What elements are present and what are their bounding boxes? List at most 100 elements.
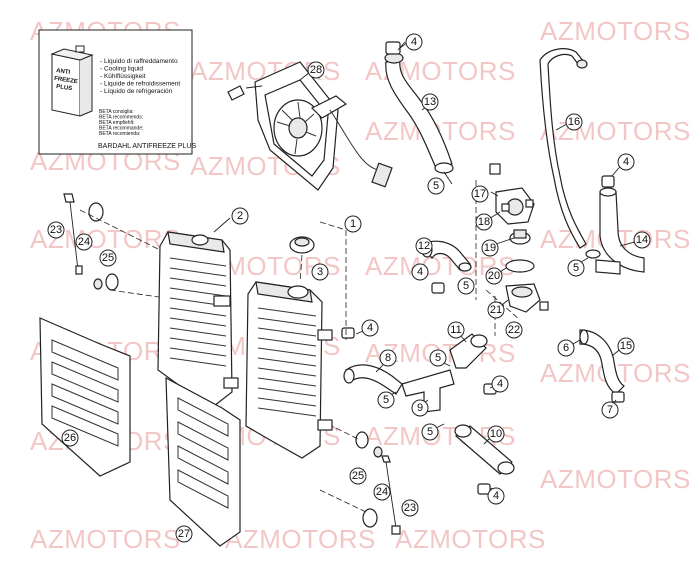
svg-text:4: 4	[497, 378, 503, 390]
callout-3: 3	[311, 263, 329, 281]
antifreeze-can-icon: ANTI FREEZE PLUS	[50, 45, 94, 117]
callout-4: 4	[487, 487, 505, 505]
can-label-line: FREEZE	[54, 76, 78, 85]
svg-text:2: 2	[237, 210, 243, 222]
callout-20: 20	[485, 267, 503, 285]
svg-text:27: 27	[178, 528, 190, 540]
svg-text:24: 24	[376, 486, 388, 498]
lower-hose-group	[341, 327, 515, 495]
watermark: AZMOTORS	[395, 524, 546, 554]
callout-8: 8	[379, 349, 397, 367]
svg-text:17: 17	[474, 188, 486, 200]
overflow-hose-16	[539, 48, 588, 249]
callout-16: 16	[565, 113, 583, 131]
callout-4: 4	[411, 263, 429, 281]
svg-text:28: 28	[310, 64, 322, 76]
callout-25: 25	[99, 249, 117, 267]
callout-4: 4	[491, 375, 509, 393]
fastener-group-bottom	[319, 419, 401, 535]
recommend-line: BETA recommends:	[99, 115, 143, 121]
callout-26: 26	[61, 429, 79, 447]
svg-text:14: 14	[636, 234, 648, 246]
coolant-hose-13	[384, 41, 454, 174]
recommend-line: BETA consiglia:	[99, 109, 134, 115]
svg-text:20: 20	[488, 270, 500, 282]
watermark: AZMOTORS	[540, 16, 691, 46]
coolant-hose-14	[585, 175, 645, 275]
radiator-right	[245, 281, 333, 459]
svg-text:5: 5	[383, 394, 389, 406]
callout-5: 5	[377, 391, 395, 409]
callout-12: 12	[415, 237, 433, 255]
callout-23: 23	[401, 499, 419, 517]
callout-9: 9	[411, 399, 429, 417]
callout-4: 4	[405, 33, 423, 51]
coolant-language-line: - Liquide de refroidissement	[100, 81, 180, 88]
svg-text:10: 10	[490, 428, 502, 440]
svg-text:4: 4	[623, 156, 629, 168]
coolant-language-line: - Liquido di raffreddamento	[100, 58, 178, 65]
radiator-left	[157, 231, 239, 407]
svg-text:3: 3	[317, 266, 323, 278]
callout-5: 5	[457, 277, 475, 295]
callout-10: 10	[487, 425, 505, 443]
callout-21: 21	[487, 301, 505, 319]
svg-text:19: 19	[484, 242, 496, 254]
recommend-line: BETA empfiehlt:	[99, 120, 134, 126]
svg-text:4: 4	[493, 490, 499, 502]
svg-text:23: 23	[50, 224, 62, 236]
callout-24: 24	[373, 483, 391, 501]
svg-text:4: 4	[367, 322, 373, 334]
callout-18: 18	[475, 213, 493, 231]
svg-text:16: 16	[568, 116, 580, 128]
svg-text:4: 4	[417, 266, 423, 278]
callout-11: 11	[447, 321, 465, 339]
recommend-line: BETA recommande:	[99, 126, 143, 132]
watermark: AZMOTORS	[225, 524, 376, 554]
antifreeze-info-box: ANTI FREEZE PLUS - Liquido di raffreddam…	[38, 29, 196, 155]
callout-17: 17	[471, 185, 489, 203]
can-label-line: ANTI	[56, 68, 71, 76]
callout-14: 14	[633, 231, 651, 249]
svg-text:21: 21	[490, 304, 502, 316]
svg-text:5: 5	[433, 180, 439, 192]
callout-markers: 1 2 3 4 4 4 4 4 4 4 5 5 5 5 5 5 5 5 6 7 …	[47, 33, 651, 543]
callout-22: 22	[505, 321, 523, 339]
svg-text:5: 5	[427, 426, 433, 438]
svg-text:11: 11	[450, 324, 461, 336]
svg-text:25: 25	[352, 470, 364, 482]
callout-5: 5	[427, 177, 445, 195]
callout-5: 5	[421, 423, 439, 441]
radiator-cap	[289, 236, 315, 283]
svg-text:7: 7	[607, 404, 613, 416]
watermark: AZMOTORS	[540, 464, 691, 494]
callout-7: 7	[601, 401, 619, 419]
callout-1: 1	[344, 215, 362, 233]
coolant-language-line: - Cooling liquid	[100, 66, 143, 73]
svg-text:13: 13	[424, 96, 436, 108]
callout-5: 5	[429, 349, 447, 367]
svg-text:5: 5	[573, 262, 579, 274]
callout-5: 5	[567, 259, 585, 277]
callout-24: 24	[75, 233, 93, 251]
svg-text:26: 26	[64, 432, 76, 444]
callout-4: 4	[617, 153, 635, 171]
antifreeze-product-name: BARDAHL ANTIFREEZE PLUS	[98, 143, 196, 150]
svg-text:12: 12	[418, 240, 430, 252]
coolant-language-line: - Kühlflüssigkeit	[100, 73, 146, 80]
svg-text:4: 4	[411, 36, 417, 48]
callout-13: 13	[421, 93, 439, 111]
svg-text:23: 23	[404, 502, 416, 514]
svg-text:8: 8	[385, 352, 391, 364]
svg-text:1: 1	[350, 218, 356, 230]
svg-text:5: 5	[463, 280, 469, 292]
svg-text:18: 18	[478, 216, 490, 228]
cooling-fan-assembly	[227, 61, 393, 191]
watermark: AZMOTORS	[30, 524, 181, 554]
callout-23: 23	[47, 221, 65, 239]
coolant-hose-15	[579, 329, 625, 403]
radiator-guard-27	[165, 376, 241, 547]
svg-text:15: 15	[620, 340, 632, 352]
callout-2: 2	[231, 207, 249, 225]
